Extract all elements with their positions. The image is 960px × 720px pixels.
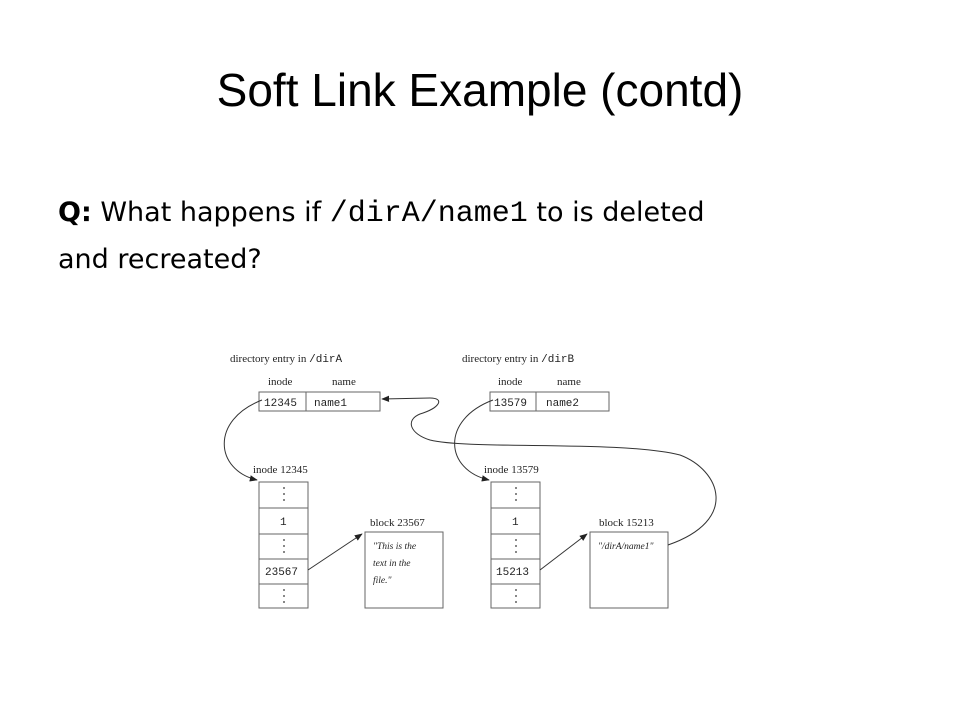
arrow-inode-a-to-block-a <box>307 533 363 571</box>
inode-a-ellipsis-3 <box>283 589 285 603</box>
dir-entry-a-col-name: name <box>332 376 356 388</box>
block-b-label: block 15213 <box>599 517 654 529</box>
block-a-line3: file." <box>373 575 393 586</box>
dir-entry-b-col-name: name <box>557 376 581 388</box>
dir-entry-a-col-inode: inode <box>268 376 293 388</box>
inode-b-ellipsis-1 <box>515 487 517 501</box>
block-a-line1: "This is the <box>373 542 416 552</box>
question-text: Q: What happens if /dirA/name1 to is del… <box>58 190 918 283</box>
inode-a-link-count: 1 <box>280 517 287 529</box>
slide-title: Soft Link Example (contd) <box>216 64 744 116</box>
inode-a-ellipsis-1 <box>283 487 285 501</box>
dir-entry-a-inode: 12345 <box>264 398 297 410</box>
inode-b: inode 13579 1 15213 <box>484 464 541 609</box>
question-line2: and recreated? <box>58 244 262 275</box>
inode-b-ellipsis-2 <box>515 539 517 553</box>
dir-entry-a-name: name1 <box>314 398 347 410</box>
block-a: block 23567 "This is the text in the fil… <box>364 517 444 609</box>
arrow-dir-a-to-inode-a <box>223 399 263 482</box>
inode-b-box <box>490 481 541 609</box>
question-suffix: to is deleted <box>536 197 705 228</box>
dir-entry-b-name: name2 <box>546 398 579 410</box>
question-prefix: What happens if <box>100 197 322 228</box>
dir-entry-b-inode: 13579 <box>494 398 527 410</box>
dir-entry-a-caption: directory entry in /dirA <box>230 353 343 366</box>
block-a-box <box>364 531 444 609</box>
inode-b-link-count: 1 <box>512 517 519 529</box>
inode-b-block-ptr: 15213 <box>496 567 529 579</box>
block-b-box <box>589 531 669 609</box>
inode-b-ellipsis-3 <box>515 589 517 603</box>
block-b: block 15213 "/dirA/name1" <box>589 517 669 609</box>
block-a-line2: text in the <box>373 559 410 569</box>
inode-b-label: inode 13579 <box>484 464 539 476</box>
arrow-block-b-to-dir-a <box>381 395 717 546</box>
inode-a-block-ptr: 23567 <box>265 567 298 579</box>
inode-a: inode 12345 1 23567 <box>253 464 309 609</box>
dir-entry-b: directory entry in /dirB inode name 1357… <box>462 353 610 412</box>
arrow-inode-b-to-block-b <box>539 533 588 571</box>
block-b-line1: "/dirA/name1" <box>598 542 654 552</box>
dir-entry-b-col-inode: inode <box>498 376 523 388</box>
inode-a-box <box>258 481 309 609</box>
question-path: /dirA/name1 <box>329 197 528 231</box>
dir-entry-b-name-cell <box>535 391 610 412</box>
dir-entry-a: directory entry in /dirA inode name 1234… <box>230 353 381 412</box>
question-label: Q: <box>58 197 92 228</box>
dir-entry-a-name-cell <box>305 391 381 412</box>
dir-entry-b-caption: directory entry in /dirB <box>462 353 575 366</box>
inode-a-ellipsis-2 <box>283 539 285 553</box>
inode-a-label: inode 12345 <box>253 464 308 476</box>
block-a-label: block 23567 <box>370 517 425 529</box>
